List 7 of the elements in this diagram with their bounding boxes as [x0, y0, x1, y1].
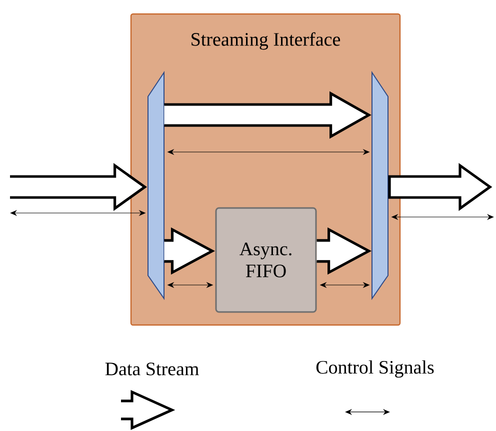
data-stream-arrow — [8, 162, 148, 212]
legend-label: Data Stream — [105, 362, 199, 376]
data-stream-arrow — [162, 227, 215, 275]
data-stream-arrow — [315, 227, 372, 275]
legend-label: Control Signals — [316, 360, 434, 378]
data-stream-arrow — [162, 91, 372, 139]
fifo-box: Async. FIFO — [215, 207, 317, 313]
